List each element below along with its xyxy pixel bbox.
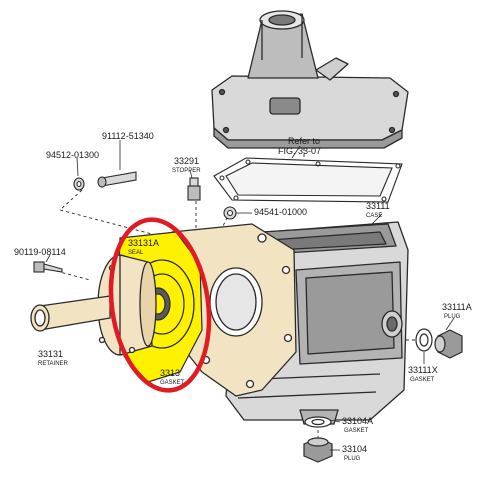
- label-94541: 94541-01000: [254, 207, 307, 217]
- label-33111a: 33111A: [442, 302, 472, 312]
- label-33104-name: PLUG: [344, 456, 361, 462]
- label-33131-name: RETAINER: [38, 361, 69, 367]
- top-cover: [211, 10, 409, 149]
- washer-94541-01000: [223, 206, 237, 220]
- label-33131a: 33131A: [128, 238, 159, 248]
- plug-33104: [303, 437, 333, 463]
- label-33104: 33104: [342, 444, 367, 454]
- label-33111: 33111: [366, 201, 390, 211]
- label-33291: 33291: [174, 156, 199, 166]
- bolt-91112-51340: [97, 171, 137, 188]
- leader-lines: [45, 140, 455, 451]
- bolt-90119-08114: [33, 261, 63, 273]
- label-33104a: 33104A: [342, 416, 373, 426]
- label-33111x: 33111X: [408, 365, 438, 375]
- reference-line-2: FIG. 33-07: [278, 146, 321, 156]
- gasket-33104a: [304, 416, 332, 428]
- label-33111a-name: PLUG: [444, 314, 461, 320]
- reference-note: Refer to FIG. 33-07: [278, 136, 321, 156]
- highlight-ring: [108, 217, 212, 393]
- label-33131a-name: SEAL: [128, 250, 144, 256]
- label-33111x-name: GASKET: [410, 377, 435, 383]
- label-3313x-name: GASKET: [160, 380, 185, 386]
- label-33111-name: CASE: [366, 213, 382, 219]
- label-33131: 33131: [38, 349, 63, 359]
- label-3313x: 3313: [160, 368, 180, 378]
- label-91112: 91112-51340: [102, 131, 154, 141]
- label-90119: 90119-08114: [14, 247, 66, 257]
- washer-94512-01300: [73, 177, 85, 191]
- label-94512: 94512-01300: [46, 150, 99, 160]
- stopper-33291: [187, 177, 201, 201]
- plug-33111a: [434, 329, 463, 359]
- label-33291-name: STOPPER: [172, 168, 201, 174]
- cover-gasket: [213, 157, 403, 203]
- reference-line-1: Refer to: [288, 136, 320, 146]
- label-33104a-name: GASKET: [344, 428, 369, 434]
- gasket-33111x: [415, 328, 433, 352]
